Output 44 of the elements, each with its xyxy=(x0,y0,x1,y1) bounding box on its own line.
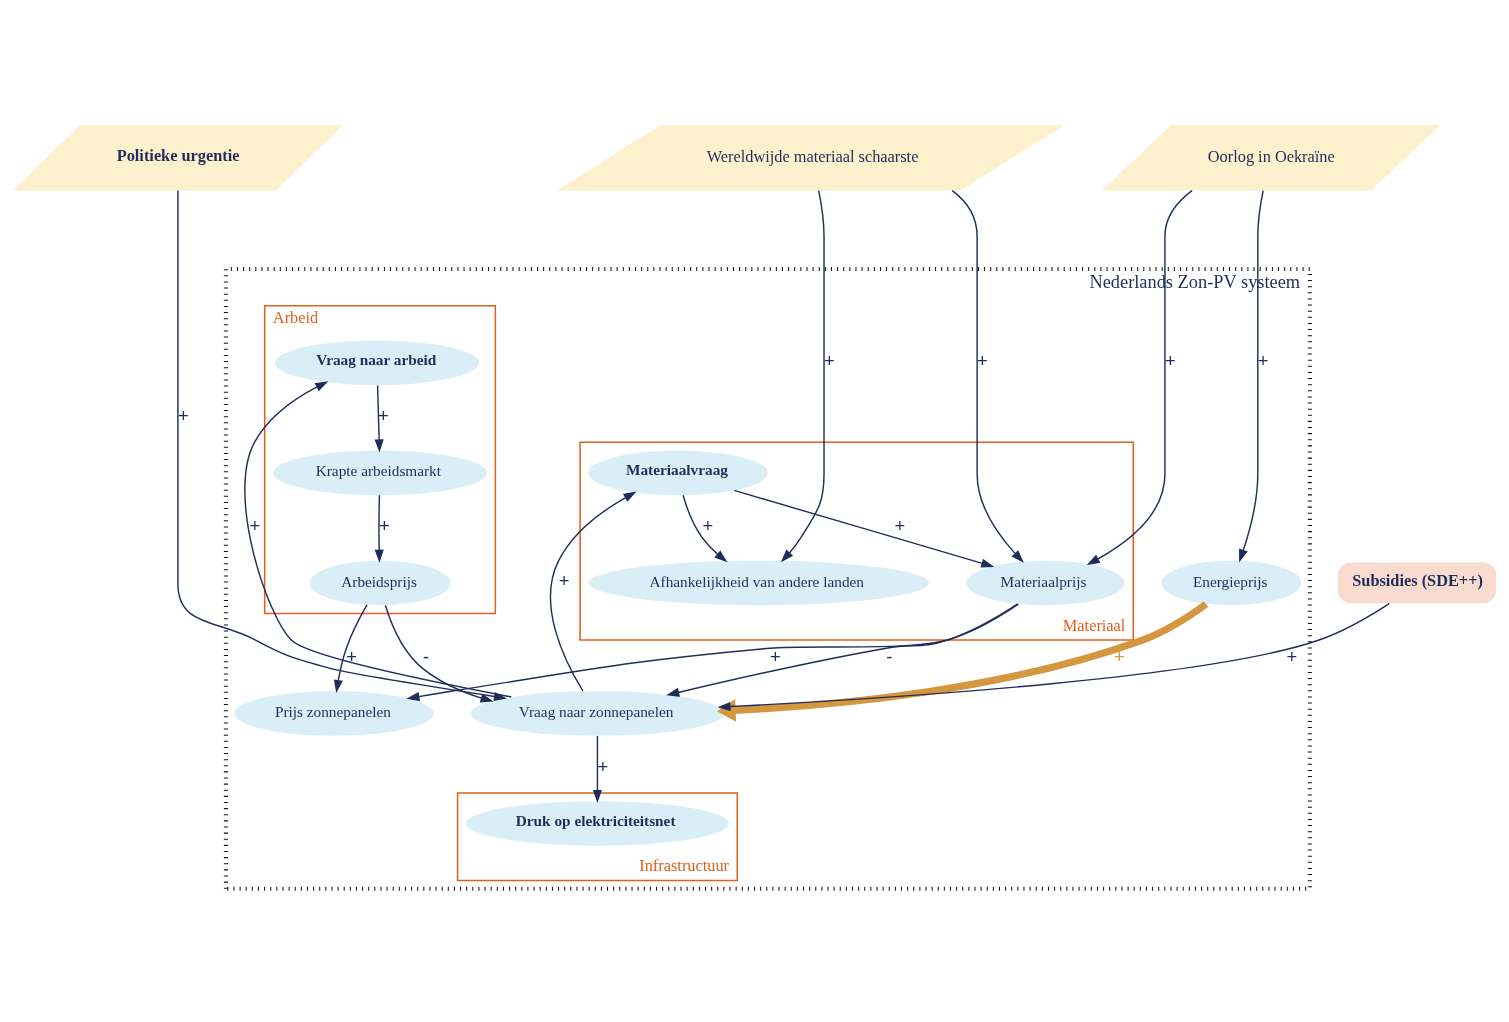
edge-label: + xyxy=(249,515,261,537)
arrow xyxy=(666,603,1019,697)
node-ellipse: Vraag naar arbeid xyxy=(275,340,479,386)
arrow xyxy=(717,602,1390,712)
arrow xyxy=(406,603,1020,702)
edge-label: + xyxy=(346,645,358,667)
edge-label: + xyxy=(824,350,835,372)
edge-label: + xyxy=(377,405,389,427)
edge-label: + xyxy=(1164,350,1176,372)
edge-label: - xyxy=(886,645,893,667)
node-ellipse: Energieprijs xyxy=(1161,560,1302,606)
arrow xyxy=(1086,189,1193,565)
arrow xyxy=(244,381,513,698)
node-ellipse: Materiaalvraag xyxy=(588,450,768,496)
node-box: Subsidies (SDE++) xyxy=(1337,562,1497,604)
arrow xyxy=(1239,189,1264,563)
arrow xyxy=(951,189,1024,563)
edge-label: + xyxy=(379,515,390,537)
arrow xyxy=(177,189,507,701)
edge-label: + xyxy=(1257,350,1269,372)
node-ellipse: Arbeidsprijs xyxy=(309,560,451,606)
arrow xyxy=(682,494,728,563)
node-ellipse: Afhankelijkheid van andere landen xyxy=(588,560,929,606)
edge-label: + xyxy=(1113,645,1125,667)
edge-label: + xyxy=(177,405,189,427)
arrow xyxy=(717,601,1209,722)
arrow xyxy=(374,384,384,453)
edge-label: - xyxy=(422,645,430,667)
arrow xyxy=(549,491,637,692)
edge-label: + xyxy=(702,515,714,537)
arrow xyxy=(780,189,825,563)
arrow xyxy=(592,735,602,804)
edge-label: + xyxy=(769,645,781,667)
edge-label: + xyxy=(597,755,609,777)
edge-label: + xyxy=(558,570,570,592)
arrow xyxy=(374,494,384,563)
edge-label: + xyxy=(1286,645,1298,667)
arrow xyxy=(733,489,995,568)
arrow xyxy=(333,604,368,694)
node-ellipse: Krapte arbeidsmarkt xyxy=(273,450,487,496)
edge-label: + xyxy=(977,350,988,372)
node-ellipse: Druk op elektriciteitsnet xyxy=(465,801,729,846)
arrow xyxy=(384,604,494,703)
edge-label: + xyxy=(894,515,906,537)
